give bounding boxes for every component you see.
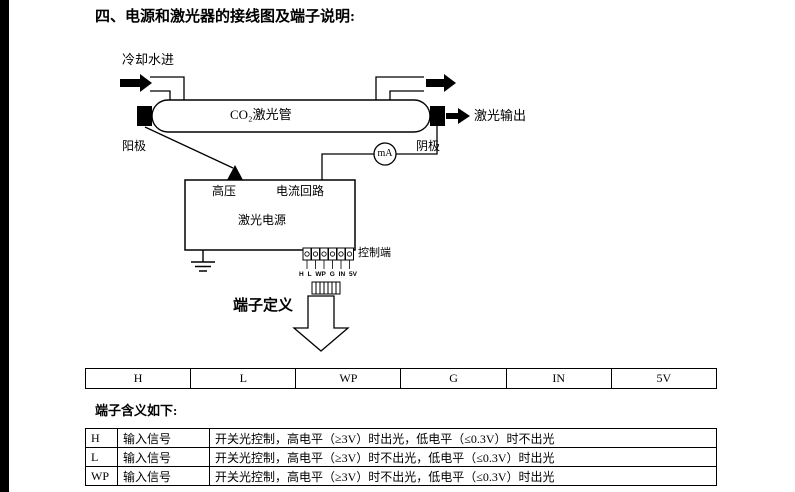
table-row: WP 输入信号 开关光控制，高电平（≥3V）时不出光，低电平（≤0.3V）时出光: [85, 466, 717, 486]
ground-symbol: [191, 250, 215, 272]
meaning-heading: 端子含义如下:: [95, 403, 178, 418]
terminal-header-cell: H: [84, 368, 192, 389]
pin-label-l: L: [307, 271, 312, 278]
cathode-wire: [321, 126, 438, 180]
section-title: 四、电源和激光器的接线图及端子说明:: [95, 9, 355, 25]
power-supply-box: [184, 179, 356, 251]
pin-label-in: IN: [338, 271, 346, 278]
cooling-water-in-label: 冷却水进: [122, 52, 175, 67]
terminal-header-cell: IN: [505, 368, 612, 389]
pin-label-wp: WP: [315, 271, 326, 278]
current-loop-label: 电流回路: [276, 184, 325, 198]
cathode-label: 阴极: [416, 139, 441, 153]
pin-cell: H: [85, 428, 118, 448]
hv-terminal-triangle: [227, 165, 243, 180]
type-cell: 输入信号: [117, 466, 210, 486]
pin-label-g: G: [329, 271, 335, 278]
terminal-definition-label: 端子定义: [233, 298, 294, 314]
water-outlet-pipe: [375, 76, 424, 100]
definition-arrow: [292, 295, 350, 352]
pin-label-h: H: [299, 271, 304, 278]
high-voltage-label: 高压: [212, 184, 237, 198]
terminal-header-table: H L WP G IN 5V: [84, 368, 718, 389]
page-left-edge: [0, 0, 9, 492]
pin-label-5v: 5V: [349, 271, 357, 278]
control-terminal-label: 控制端: [358, 247, 391, 259]
water-inlet-pipe: [150, 76, 185, 100]
terminal-header-cell: 5V: [610, 368, 718, 389]
table-row: H 输入信号 开关光控制，高电平（≥3V）时出光，低电平（≤0.3V）时不出光: [85, 428, 717, 448]
laser-output-arrow: [446, 108, 470, 124]
desc-cell: 开关光控制，高电平（≥3V）时出光，低电平（≤0.3V）时不出光: [209, 428, 717, 448]
terminal-pin-leads: [306, 260, 350, 269]
anode-wire: [144, 126, 234, 169]
laser-tube-label: CO₂激光管: [230, 107, 292, 122]
water-outlet-arrow: [426, 74, 456, 92]
terminal-header-cell: WP: [295, 368, 402, 389]
current-meter-circle: [373, 142, 397, 166]
ribbon-connector: [311, 281, 341, 295]
terminal-meaning-table: H 输入信号 开关光控制，高电平（≥3V）时出光，低电平（≤0.3V）时不出光 …: [85, 428, 717, 486]
pin-cell: L: [85, 447, 118, 467]
desc-cell: 开关光控制，高电平（≥3V）时不出光，低电平（≤0.3V）时出光: [209, 447, 717, 467]
anode-cap: [137, 106, 152, 126]
cathode-cap: [430, 106, 445, 126]
water-inlet-arrow: [120, 74, 152, 92]
type-cell: 输入信号: [117, 447, 210, 467]
terminal-block: [302, 247, 354, 261]
pin-cell: WP: [85, 466, 118, 486]
anode-label: 阳极: [122, 139, 147, 153]
terminal-header-cell: G: [400, 368, 507, 389]
table-row: L 输入信号 开关光控制，高电平（≥3V）时不出光，低电平（≤0.3V）时出光: [85, 447, 717, 467]
power-supply-label: 激光电源: [238, 213, 287, 227]
pin-labels-row: H L WP G IN 5V: [299, 271, 357, 278]
desc-cell: 开关光控制，高电平（≥3V）时不出光，低电平（≤0.3V）时出光: [209, 466, 717, 486]
laser-output-label: 激光输出: [474, 108, 527, 123]
type-cell: 输入信号: [117, 428, 210, 448]
terminal-header-cell: L: [190, 368, 297, 389]
current-meter-label: mA: [377, 148, 393, 159]
